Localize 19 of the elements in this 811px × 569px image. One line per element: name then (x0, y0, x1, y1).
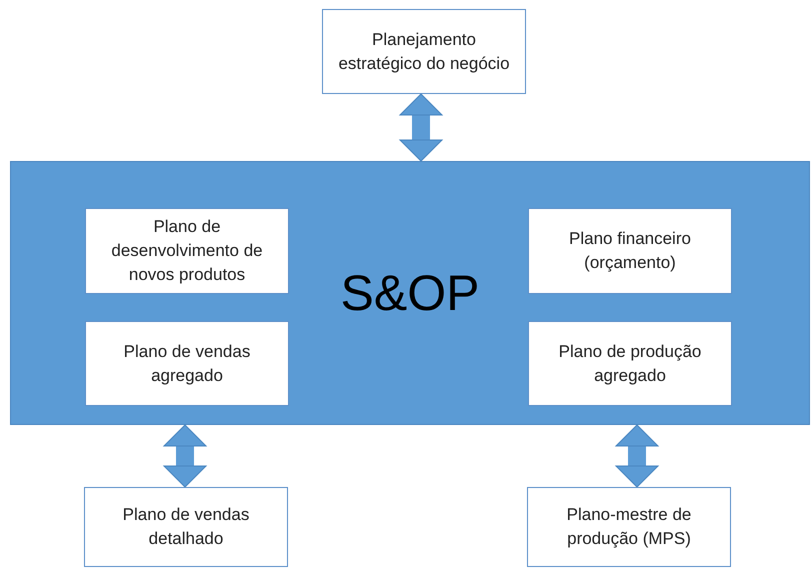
double-arrow (616, 424, 658, 488)
box-text: Plano financeiro (orçamento) (568, 228, 692, 274)
plan-box (528, 321, 732, 406)
box-text: Plano de desenvolvimento de novos produtos (110, 216, 264, 286)
box-text: Plano de vendas agregado (122, 340, 252, 386)
box-text: Planejamento estratégico do negócio (337, 28, 511, 74)
plan-box (85, 321, 289, 406)
box-text: Plano-mestre de produção (MPS) (566, 504, 692, 550)
box-text: Plano de vendas detalhado (122, 504, 250, 550)
plan-box (527, 487, 731, 567)
plan-box (84, 487, 288, 567)
double-arrow (400, 94, 442, 162)
plan-box (85, 208, 289, 294)
double-arrow (164, 424, 206, 488)
box-text: Plano de produção agregado (558, 340, 702, 386)
plan-box (528, 208, 732, 294)
band-title: S&OP (340, 268, 480, 318)
sop-band (10, 161, 810, 425)
plan-box (322, 9, 526, 94)
